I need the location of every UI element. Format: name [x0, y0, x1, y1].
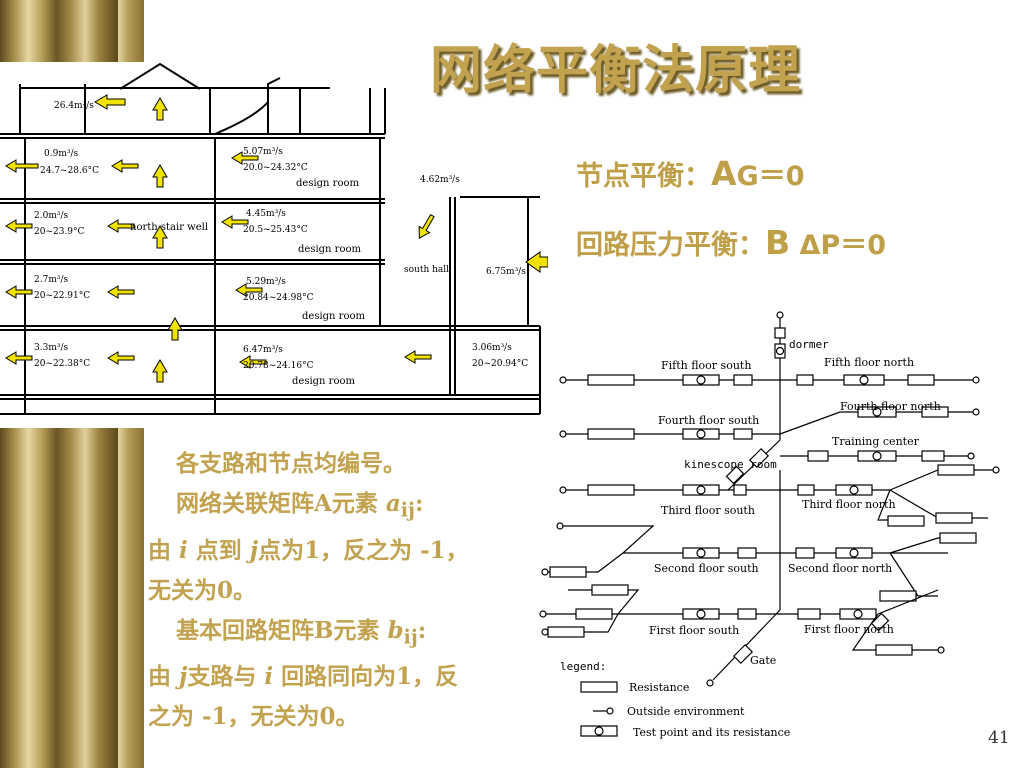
first-south-label: First floor south — [649, 624, 739, 637]
gate-label: Gate — [750, 654, 776, 667]
third-north-label: Third floor north — [802, 498, 896, 511]
node-balance-label: 节点平衡： — [576, 161, 711, 192]
fourth-south-label: Fourth floor south — [658, 414, 759, 427]
design-room-label: design room — [302, 311, 365, 322]
building-airflow-diagram: 26.4m³/s 0.9m³/s 24.7~28.6°C 2.0m³/s 20~… — [0, 62, 549, 428]
north-stair-well-label: north stair well — [130, 222, 208, 233]
left-room-temp: 20~22.91°C — [34, 291, 90, 301]
training-center-label: Training center — [832, 435, 920, 448]
arrow-left — [235, 283, 263, 297]
arrow-left — [239, 355, 267, 369]
left-room-temp: 20~23.9°C — [34, 227, 85, 237]
arrow-left — [107, 285, 135, 299]
fifth-north-label: Fifth floor north — [824, 356, 914, 369]
desc-line: 由 i 点到 j点为1，反之为 -1， — [148, 536, 469, 564]
design-room-flow: 4.45m³/s — [246, 209, 286, 219]
node-balance-formula: 节点平衡：AG＝0 — [576, 154, 805, 193]
fifth-south-label: Fifth floor south — [661, 359, 751, 372]
south-room-flow: 3.06m³/s — [472, 343, 512, 353]
desc-line: 之为 -1，无关为0。 — [148, 703, 359, 731]
fourth-north-label: Fourth floor north — [840, 400, 941, 413]
page-title: 网络平衡法原理 — [430, 41, 802, 101]
left-room-flow: 2.0m³/s — [34, 211, 68, 221]
loop-balance-label: 回路压力平衡： — [576, 230, 765, 261]
arrow-left — [231, 151, 259, 165]
arrow-up — [152, 164, 168, 188]
arrow-left — [5, 219, 33, 233]
south-hall-label: south hall — [404, 265, 449, 275]
legend-outside: Outside environment — [627, 705, 745, 718]
arrow-left — [5, 159, 39, 173]
design-room-flow: 6.47m³/s — [243, 345, 283, 355]
roof-gable — [119, 62, 201, 90]
arrow-up — [152, 225, 168, 249]
loop-balance-formula: 回路压力平衡：B ΔP＝0 — [576, 223, 886, 262]
legend-test-point: Test point and its resistance — [633, 726, 790, 739]
desc-line: 各支路和节点均编号。 — [176, 450, 406, 477]
ventilation-network-diagram: dormer Fifth floor south Fifth floor nor… — [539, 311, 1000, 739]
south-room-temp: 20~20.94°C — [472, 359, 528, 369]
desc-line: 由 j支路与 i 回路同向为1，反 — [148, 663, 459, 691]
design-room-flow: 5.29m³/s — [246, 277, 286, 287]
arrow-duct — [418, 213, 435, 240]
arrow-up — [152, 359, 168, 383]
design-room-temp: 20.78~24.16°C — [243, 361, 314, 371]
design-room-label: design room — [298, 244, 361, 255]
building-section-svg: 26.4m³/s 0.9m³/s 24.7~28.6°C 2.0m³/s 20~… — [0, 62, 549, 415]
duct-flow: 4.62m³/s — [420, 175, 460, 185]
arrow-left — [94, 94, 126, 110]
arrow-left — [107, 219, 135, 233]
desc-line: 网络关联矩阵A元素 aij: — [176, 490, 424, 522]
design-room-label: design room — [292, 376, 355, 387]
arrow-inlet-east — [525, 251, 549, 273]
east-inlet-flow: 6.75m³/s — [486, 267, 526, 277]
arrow-left — [107, 351, 135, 365]
arrow-left — [5, 285, 33, 299]
matrix-a-symbol: A — [711, 154, 737, 193]
legend-resistance: Resistance — [629, 681, 689, 694]
second-north-label: Second floor north — [788, 562, 892, 575]
arrow-left — [5, 351, 33, 365]
arrow-up — [152, 97, 168, 121]
loop-balance-expression: ΔP＝0 — [790, 230, 887, 261]
third-south-label: Third floor south — [661, 504, 755, 517]
desc-line: 无关为0。 — [148, 576, 257, 604]
page-number: 41 — [988, 728, 1010, 748]
design-room-flow: 5.07m³/s — [243, 147, 283, 157]
top-flow-label: 26.4m³/s — [54, 101, 94, 111]
arrow-left — [221, 215, 249, 229]
design-room-label: design room — [296, 178, 359, 189]
kinescope-room-label: kinescope room — [684, 458, 777, 471]
left-room-temp: 20~22.38°C — [34, 359, 90, 369]
arrow-up — [167, 317, 183, 341]
dormer-label: dormer — [789, 338, 829, 351]
description-text: 各支路和节点均编号。 网络关联矩阵A元素 aij: 由 i 点到 j点为1，反之… — [148, 444, 518, 737]
left-room-flow: 3.3m³/s — [34, 343, 68, 353]
matrix-b-symbol: B — [765, 223, 791, 262]
left-room-temp: 24.7~28.6°C — [40, 166, 99, 176]
legend-title: legend: — [560, 660, 606, 673]
node-balance-expression: G＝0 — [736, 161, 805, 192]
design-room-temp: 20.0~24.32°C — [243, 163, 308, 173]
design-room-temp: 20.5~25.43°C — [243, 225, 308, 235]
design-room-temp: 20.84~24.98°C — [243, 293, 314, 303]
left-room-flow: 2.7m³/s — [34, 275, 68, 285]
arrow-left — [111, 159, 139, 173]
desc-line: 基本回路矩阵B元素 bij: — [176, 616, 427, 649]
first-north-label: First floor north — [804, 623, 894, 636]
arrow-left — [404, 350, 432, 364]
left-room-flow: 0.9m³/s — [44, 149, 78, 159]
second-south-label: Second floor south — [654, 562, 759, 575]
exhaust-duct — [214, 77, 281, 135]
